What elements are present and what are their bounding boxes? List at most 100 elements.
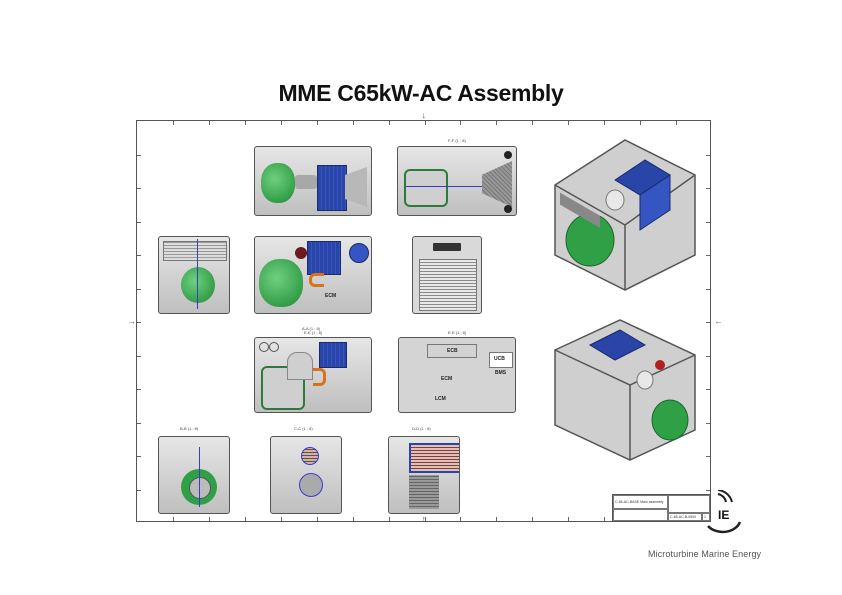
frame-tick xyxy=(425,121,426,125)
end-view xyxy=(158,236,230,314)
frame-tick xyxy=(137,356,141,357)
frame-tick xyxy=(706,155,710,156)
view-label-a: A-A (1 : 8) xyxy=(302,326,321,331)
housing-inner xyxy=(189,477,211,499)
heat-exchanger-component xyxy=(317,165,347,211)
diffuser-component xyxy=(482,161,512,207)
axis-line xyxy=(406,186,496,187)
fan-icon xyxy=(259,342,269,352)
radiator-component xyxy=(163,241,227,261)
frame-tick xyxy=(389,517,390,521)
frame-tick xyxy=(532,517,533,521)
turbine-component xyxy=(259,259,303,307)
frame-tick xyxy=(137,423,141,424)
fan-icon xyxy=(269,342,279,352)
frame-tick xyxy=(706,356,710,357)
view-label-d: D-D (1 : 8) xyxy=(412,426,431,431)
pipe-component xyxy=(313,368,326,386)
turbine-component xyxy=(181,267,215,303)
heat-exchanger-component xyxy=(307,241,341,275)
view-label-e: E-E (1 : 8) xyxy=(304,330,323,335)
inner-cavity xyxy=(409,475,439,509)
frame-tick xyxy=(532,121,533,125)
frame-tick xyxy=(604,517,605,521)
company-logo-icon xyxy=(707,490,742,534)
frame-tick xyxy=(281,121,282,125)
frame-tick xyxy=(245,121,246,125)
title-block: C-65-AC-BASE Main assembly C-65-AC-B-050… xyxy=(612,494,711,522)
frame-tick xyxy=(137,255,141,256)
frame-tick xyxy=(425,517,426,521)
frame-tick xyxy=(706,322,710,323)
crosshair xyxy=(199,447,200,507)
frame-tick xyxy=(460,121,461,125)
frame-tick xyxy=(137,322,141,323)
component-label-ecm: ECM xyxy=(325,293,337,299)
view-label-c: C-C (1 : 8) xyxy=(294,426,313,431)
frame-tick xyxy=(137,188,141,189)
section-view-a: ECM xyxy=(254,236,372,314)
ucb-panel xyxy=(489,352,513,368)
electrical-layout-view: ECB ECM LCM UCB BMS xyxy=(398,337,516,413)
exhaust-fan xyxy=(349,243,369,263)
section-view-f xyxy=(397,146,517,216)
center-mark-icon: → xyxy=(127,316,136,326)
frame-tick xyxy=(281,517,282,521)
frame-tick xyxy=(173,121,174,125)
center-mark-icon: ↓ xyxy=(421,110,427,120)
turbine-component xyxy=(261,163,295,203)
center-mark-icon: ← xyxy=(714,316,723,326)
louver-grille xyxy=(419,259,477,311)
pipe-component xyxy=(309,273,324,287)
frame-tick xyxy=(137,289,141,290)
heat-exchanger-component xyxy=(319,342,347,368)
isometric-view-front xyxy=(554,139,696,291)
burner-component xyxy=(295,247,307,259)
section-view-d xyxy=(388,436,460,514)
company-logo-text: IE xyxy=(718,508,730,522)
elevation-view-b xyxy=(412,236,482,314)
frame-tick xyxy=(568,121,569,125)
center-mark-icon: ↑ xyxy=(421,514,427,524)
component-label-ecb: ECB xyxy=(447,348,458,354)
frame-tick xyxy=(706,255,710,256)
section-view-c xyxy=(270,436,342,514)
isometric-view-rear xyxy=(554,319,696,461)
frame-tick xyxy=(137,456,141,457)
shaft-component xyxy=(295,175,317,189)
title-block-name: C-65-AC-BASE Main assembly xyxy=(613,495,668,509)
frame-tick xyxy=(706,188,710,189)
component-label-ucb: UCB xyxy=(494,356,505,362)
frame-tick xyxy=(706,289,710,290)
section-view-e xyxy=(254,337,372,413)
turbine-outline xyxy=(404,169,448,207)
frame-tick xyxy=(389,121,390,125)
view-label-f: F-F (1 : 8) xyxy=(448,138,466,143)
frame-tick xyxy=(706,423,710,424)
view-label-e2: E-E (1 : 8) xyxy=(448,330,467,335)
frame-tick xyxy=(706,389,710,390)
vent-icon xyxy=(504,151,512,159)
frame-tick xyxy=(706,222,710,223)
frame-tick xyxy=(137,222,141,223)
frame-tick xyxy=(640,121,641,125)
title-block-sheet: 1 xyxy=(702,513,710,521)
view-label-b: B-B (1 : 8) xyxy=(180,426,199,431)
frame-tick xyxy=(604,121,605,125)
frame-tick xyxy=(209,517,210,521)
frame-tick xyxy=(706,490,710,491)
component-label-ecm: ECM xyxy=(441,376,453,382)
frame-tick xyxy=(173,517,174,521)
side-view xyxy=(254,146,372,216)
frame-tick xyxy=(317,121,318,125)
company-tagline: Microturbine Marine Energy xyxy=(648,549,762,559)
frame-tick xyxy=(353,517,354,521)
frame-tick xyxy=(496,517,497,521)
frame-tick xyxy=(676,121,677,125)
component-label-lcm: LCM xyxy=(435,396,446,402)
cone-component xyxy=(345,167,367,207)
frame-tick xyxy=(137,155,141,156)
frame-tick xyxy=(137,389,141,390)
frame-tick xyxy=(706,456,710,457)
